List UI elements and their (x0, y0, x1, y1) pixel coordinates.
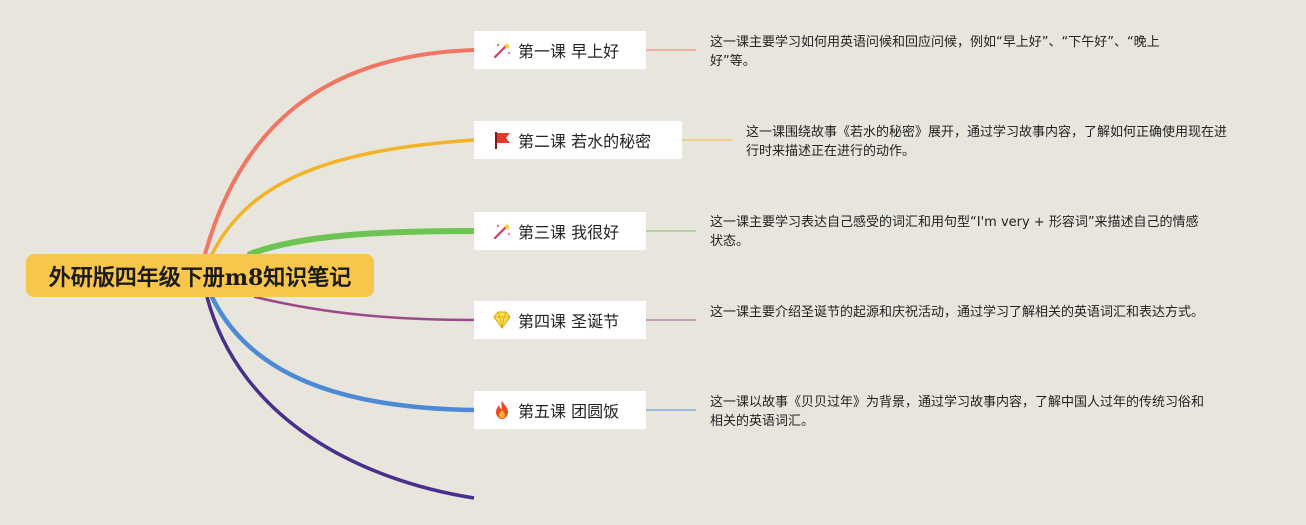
root-topic-label: 外研版四年级下册m8知识笔记 (48, 264, 352, 291)
branch-curve-lesson-1 (203, 48, 476, 256)
topic-lesson-1-label: 第一课 早上好 (518, 42, 620, 61)
topic-lesson-5[interactable]: 第五课 团圆饭 (474, 391, 646, 429)
topic-lesson-2-label: 第二课 若水的秘密 (518, 132, 652, 151)
branch-curve-lesson-2 (210, 138, 476, 256)
lesson-5-description: 这一课以故事《贝贝过年》为背景，通过学习故事内容，了解中国人过年的传统习俗和相关… (710, 395, 1205, 429)
lesson-2-description: 这一课围绕故事《若水的秘密》展开，通过学习故事内容，了解如何正确使用现在进行时来… (746, 125, 1228, 159)
branch-curve-lesson-4 (253, 295, 476, 322)
magic-wand-icon (493, 42, 511, 59)
branch-curve-lesson-3 (247, 228, 477, 257)
topic-lesson-4[interactable]: 第四课 圣诞节 (474, 301, 646, 339)
magic-wand-icon (493, 223, 511, 240)
topic-lesson-2[interactable]: 第二课 若水的秘密 (474, 121, 682, 159)
topic-lesson-3-label: 第三课 我很好 (518, 223, 620, 242)
topic-lesson-1[interactable]: 第一课 早上好 (474, 31, 646, 69)
branch-curve-lesson-5 (209, 294, 477, 413)
red-flag-icon (495, 132, 510, 149)
branch-curve-extra (205, 296, 475, 500)
fire-icon (496, 401, 508, 419)
topic-lesson-4-label: 第四课 圣诞节 (518, 312, 620, 331)
lesson-3-description: 这一课主要学习表达自己感受的词汇和用句型“I'm very + 形容词”来描述自… (710, 215, 1199, 249)
gem-icon (493, 311, 511, 329)
topic-lesson-5-label: 第五课 团圆饭 (518, 402, 620, 421)
lesson-4-description: 这一课主要介绍圣诞节的起源和庆祝活动，通过学习了解相关的英语词汇和表达方式。 (710, 305, 1205, 320)
topic-lesson-3[interactable]: 第三课 我很好 (474, 212, 646, 250)
root-topic[interactable]: 外研版四年级下册m8知识笔记 (26, 254, 374, 297)
lesson-1-description: 这一课主要学习如何用英语问候和回应问候，例如“早上好”、“下午好”、“晚上好”等… (710, 35, 1160, 69)
